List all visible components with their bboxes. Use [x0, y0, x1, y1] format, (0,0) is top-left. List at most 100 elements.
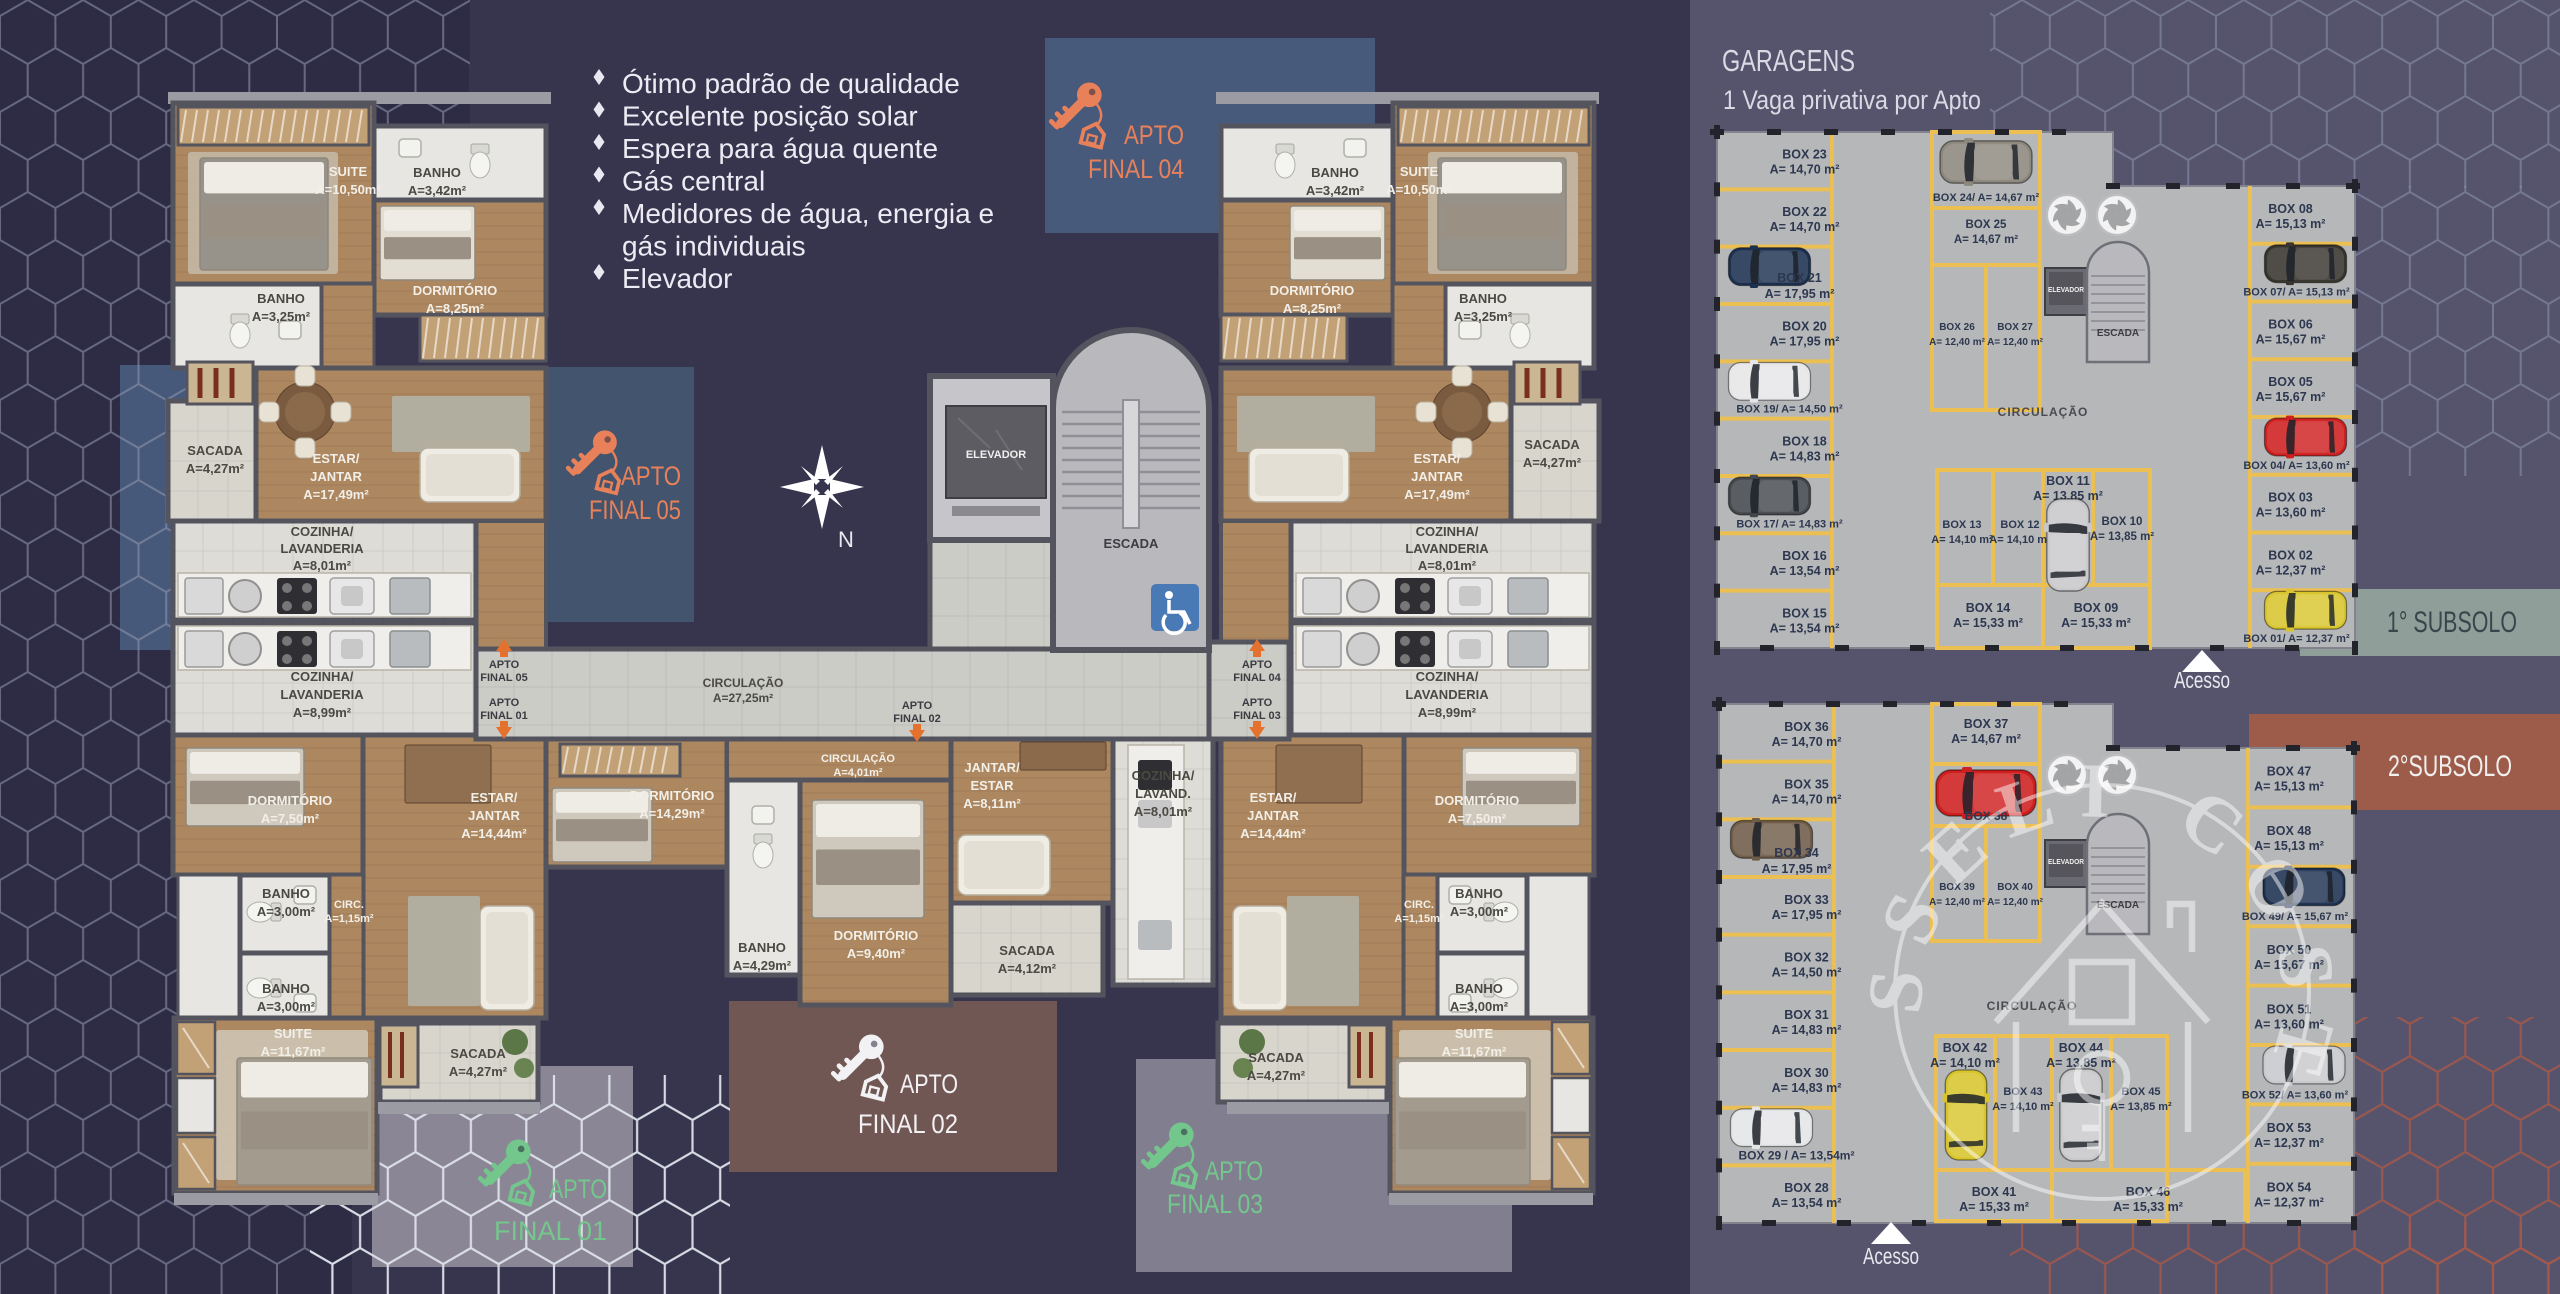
- svg-text:A= 15,13 m²: A= 15,13 m²: [2254, 839, 2324, 853]
- svg-text:A=8,01m²: A=8,01m²: [1418, 558, 1477, 573]
- svg-text:FINAL 01: FINAL 01: [494, 1216, 607, 1246]
- svg-text:A= 14,10 m²: A= 14,10 m²: [1992, 1101, 2054, 1113]
- svg-text:DORMITÓRIO: DORMITÓRIO: [413, 283, 498, 298]
- svg-text:A=4,27m²: A=4,27m²: [449, 1064, 508, 1079]
- svg-text:BOX 37: BOX 37: [1964, 717, 2009, 731]
- svg-text:A= 14,70 m²: A= 14,70 m²: [1770, 220, 1840, 234]
- svg-text:JANTAR: JANTAR: [310, 469, 362, 484]
- svg-text:A= 12,37 m²: A= 12,37 m²: [2256, 563, 2326, 577]
- svg-text:A=17,49m²: A=17,49m²: [303, 487, 369, 502]
- svg-text:A=7,50m²: A=7,50m²: [1448, 811, 1507, 826]
- svg-text:A= 12,40 m²: A= 12,40 m²: [1987, 897, 2044, 908]
- svg-text:BOX 52/ A= 13,60 m²: BOX 52/ A= 13,60 m²: [2242, 1089, 2349, 1101]
- svg-text:BOX 16: BOX 16: [1782, 549, 1827, 563]
- svg-text:A= 15,13 m²: A= 15,13 m²: [2256, 217, 2326, 231]
- svg-text:A= 17,95 m²: A= 17,95 m²: [1770, 335, 1840, 349]
- svg-text:SACADA: SACADA: [1524, 437, 1580, 452]
- svg-text:A=4,27m²: A=4,27m²: [1247, 1068, 1306, 1083]
- svg-text:A=3,00m²: A=3,00m²: [257, 904, 316, 919]
- svg-text:LAVANDERIA: LAVANDERIA: [1405, 541, 1489, 556]
- svg-text:A=10,50m²: A=10,50m²: [315, 182, 381, 197]
- svg-text:CIRCULAÇÃO: CIRCULAÇÃO: [703, 675, 784, 690]
- svg-text:A=1,15m²: A=1,15m²: [1394, 913, 1444, 925]
- svg-text:DORMITÓRIO: DORMITÓRIO: [1435, 793, 1520, 808]
- svg-text:BOX 21: BOX 21: [1777, 271, 1822, 285]
- svg-text:BOX 48: BOX 48: [2267, 824, 2312, 838]
- svg-text:FINAL 05: FINAL 05: [480, 672, 527, 684]
- svg-text:BOX 50: BOX 50: [2267, 943, 2312, 957]
- svg-text:A=8,99m²: A=8,99m²: [293, 705, 352, 720]
- svg-text:A=3,25m²: A=3,25m²: [1454, 309, 1513, 324]
- svg-text:JANTAR: JANTAR: [1247, 808, 1299, 823]
- svg-text:BOX 20: BOX 20: [1782, 320, 1827, 334]
- svg-text:ELEVADOR: ELEVADOR: [2048, 287, 2084, 294]
- svg-text:gás individuais: gás individuais: [622, 231, 806, 262]
- svg-text:GARAGENS: GARAGENS: [1722, 43, 1855, 78]
- svg-text:ESTAR/: ESTAR/: [1250, 790, 1297, 805]
- svg-text:A= 15,67 m²: A= 15,67 m²: [2254, 958, 2324, 972]
- svg-text:A= 17,95 m²: A= 17,95 m²: [1765, 287, 1835, 301]
- svg-text:DORMITÓRIO: DORMITÓRIO: [834, 928, 919, 943]
- svg-text:A= 14,10 m²: A= 14,10 m²: [1930, 1056, 2000, 1070]
- svg-text:LAVANDERIA: LAVANDERIA: [280, 541, 364, 556]
- svg-text:FINAL 03: FINAL 03: [1233, 710, 1280, 722]
- svg-text:BOX 24/ A= 14,67 m²: BOX 24/ A= 14,67 m²: [1933, 192, 2040, 204]
- svg-text:A= 13,85 m²: A= 13,85 m²: [2110, 1101, 2172, 1113]
- svg-text:APTO: APTO: [549, 1174, 607, 1204]
- svg-text:SUITE: SUITE: [1455, 1026, 1494, 1041]
- svg-text:A= 14,83 m²: A= 14,83 m²: [1772, 1023, 1842, 1037]
- svg-text:BANHO: BANHO: [738, 940, 786, 955]
- svg-text:BOX 27: BOX 27: [1997, 322, 2033, 333]
- svg-text:BOX 18: BOX 18: [1782, 434, 1827, 448]
- svg-text:BOX 39: BOX 39: [1939, 882, 1975, 893]
- svg-text:ELEVADOR: ELEVADOR: [2048, 859, 2084, 866]
- svg-text:BOX 31: BOX 31: [1784, 1008, 1829, 1022]
- svg-text:N: N: [838, 527, 854, 552]
- svg-text:BOX 14: BOX 14: [1966, 601, 2011, 615]
- svg-text:BOX 29 / A= 13,54m²: BOX 29 / A= 13,54m²: [1739, 1148, 1855, 1162]
- svg-text:BOX 36: BOX 36: [1784, 720, 1829, 734]
- svg-text:A=27,25m²: A=27,25m²: [713, 691, 773, 705]
- svg-text:BOX 28: BOX 28: [1784, 1181, 1829, 1195]
- svg-text:BOX 34: BOX 34: [1774, 846, 1819, 860]
- svg-text:ESTAR/: ESTAR/: [471, 790, 518, 805]
- svg-text:LAVAND.: LAVAND.: [1135, 786, 1191, 801]
- svg-text:COZINHA/: COZINHA/: [1132, 768, 1195, 783]
- svg-text:1° SUBSOLO: 1° SUBSOLO: [2387, 606, 2517, 639]
- svg-text:A=10,50m²: A=10,50m²: [1386, 182, 1452, 197]
- svg-text:BOX 08: BOX 08: [2268, 202, 2313, 216]
- svg-text:A= 13,85 m²: A= 13,85 m²: [2090, 531, 2154, 543]
- svg-text:BOX 54: BOX 54: [2267, 1181, 2312, 1195]
- svg-text:A= 14,83 m²: A= 14,83 m²: [1770, 449, 1840, 463]
- svg-text:FINAL 02: FINAL 02: [893, 713, 940, 725]
- svg-text:BOX 47: BOX 47: [2267, 765, 2312, 779]
- svg-text:A= 17,95 m²: A= 17,95 m²: [1762, 862, 1832, 876]
- svg-text:A=8,11m²: A=8,11m²: [963, 796, 1021, 811]
- svg-text:A=8,01m²: A=8,01m²: [293, 558, 352, 573]
- svg-text:Acesso: Acesso: [1863, 1243, 1919, 1269]
- svg-text:BOX 46: BOX 46: [2126, 1185, 2171, 1199]
- svg-text:A= 14,10 m²: A= 14,10 m²: [1931, 534, 1993, 546]
- svg-text:BOX 10: BOX 10: [2102, 516, 2143, 528]
- svg-text:A= 15,67 m²: A= 15,67 m²: [2256, 390, 2326, 404]
- svg-text:A= 12,37 m²: A= 12,37 m²: [2254, 1136, 2324, 1150]
- svg-text:A=4,01m²: A=4,01m²: [833, 767, 883, 779]
- svg-text:A= 14,70 m²: A= 14,70 m²: [1772, 793, 1842, 807]
- svg-text:BOX 01/ A= 12,37 m²: BOX 01/ A= 12,37 m²: [2243, 633, 2350, 645]
- svg-text:A= 14,50 m²: A= 14,50 m²: [1772, 966, 1842, 980]
- svg-text:BOX 38: BOX 38: [1965, 809, 2008, 823]
- svg-text:A=3,00m²: A=3,00m²: [257, 999, 316, 1014]
- svg-text:BOX 45: BOX 45: [2121, 1086, 2160, 1098]
- svg-text:BANHO: BANHO: [262, 981, 310, 996]
- svg-text:BOX 19/ A= 14,50 m²: BOX 19/ A= 14,50 m²: [1736, 404, 1843, 416]
- svg-text:BANHO: BANHO: [1455, 886, 1503, 901]
- svg-text:A= 15,33 m²: A= 15,33 m²: [2113, 1200, 2183, 1214]
- svg-text:BOX 41: BOX 41: [1972, 1185, 2017, 1199]
- svg-text:BANHO: BANHO: [257, 291, 305, 306]
- svg-text:Gás central: Gás central: [622, 166, 765, 197]
- svg-text:A= 12,37 m²: A= 12,37 m²: [2254, 1196, 2324, 1210]
- svg-text:A= 13,60 m²: A= 13,60 m²: [2254, 1017, 2324, 1031]
- svg-text:BOX 33: BOX 33: [1784, 893, 1829, 907]
- svg-text:COZINHA/: COZINHA/: [291, 524, 354, 539]
- svg-text:BOX 30: BOX 30: [1784, 1066, 1829, 1080]
